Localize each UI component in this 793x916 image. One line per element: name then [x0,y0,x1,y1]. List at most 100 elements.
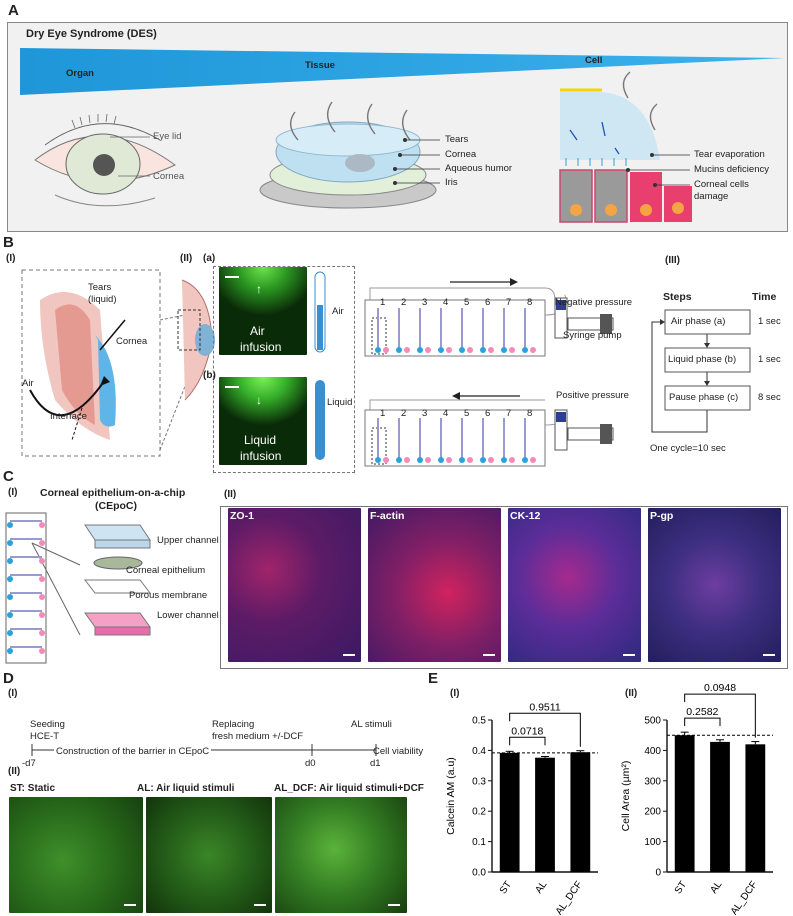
label-cornea-tissue: Cornea [445,149,477,160]
panel-letter-b: B [3,234,14,251]
calcein-x-tick-label: AL [533,879,549,896]
calcein-x-tick-label: ST [498,879,514,896]
scale-wedge [20,48,785,223]
label-aqueous-humor: Aqueous humor [445,163,513,174]
chart1-panel-label: (I) [450,688,460,699]
st-scale-bar [124,904,136,906]
cell-area-y-tick-label: 400 [644,746,661,757]
air-arrow: ↑ [256,282,262,296]
channel-number: 4 [443,297,449,308]
layer-corneal-epithelium: Corneal epithelium [126,565,206,576]
label-negative-pressure: Negative pressure [555,297,633,308]
cell-area-y-tick-label: 100 [644,837,661,848]
zo1-scale-bar [343,654,355,656]
steps-flow-svg [651,309,751,433]
factin-image [368,508,501,662]
calcein-y-tick-label: 0.2 [472,807,486,818]
b-chip-svg [314,271,614,467]
step-3-name: Pause phase (c) [669,392,739,403]
st-viability-image [9,797,143,913]
channel-number: 1 [380,297,386,308]
calcein-bracket [509,712,581,747]
calcein-y-label: Calcein AM (a.u) [445,757,457,835]
timeline-fresh-medium: fresh medium +/-DCF [212,731,304,742]
chart2-panel-label: (II) [625,688,638,699]
infusion-frame [213,266,355,473]
timeline-day-m7: -d7 [22,758,36,769]
channel-number: 6 [485,408,491,419]
tissue-illustration [259,101,440,209]
channel-number: 8 [527,297,533,308]
calcein-bar [499,752,520,872]
cell-area-y-tick-label: 0 [655,868,661,879]
step-2-time: 1 sec [758,354,781,365]
panel-letter-e: E [428,670,439,687]
cell-area-bracket [684,717,721,727]
tube-label-air: Air [332,306,344,317]
stain-ck12-label: CK-12 [510,510,541,522]
step-3-time: 8 sec [758,392,781,403]
c-roman-2: (II) [224,489,237,500]
cycle-label: One cycle=10 sec [650,443,726,454]
timeline-al-stimuli: AL stimuli [351,719,392,730]
ck12-scale-bar [623,654,635,656]
channel-number: 7 [506,408,512,419]
panel-letter-c: C [3,468,14,485]
condition-al-label: AL: Air liquid stimuli [137,783,235,794]
channel-number: 8 [527,408,533,419]
label-tears: Tears [445,134,469,145]
label-eye-lid: Eye lid [153,131,182,142]
liquid-infusion-label-2: infusion [240,449,282,463]
label-tear-evaporation: Tear evaporation [694,149,765,160]
chip-title-1: Corneal epithelium-on-a-chip [40,487,186,499]
channel-number: 7 [506,297,512,308]
cell-area-y-tick-label: 500 [644,716,661,727]
cell-area-x-tick-label: AL_DCF [729,879,760,916]
air-infusion-label-1: Air [250,324,265,338]
liquid-infusion-image [219,377,307,465]
timeline-viability: Cell viability [373,746,424,757]
label-liquid-b: (liquid) [88,294,117,305]
channel-number: 5 [464,297,470,308]
calcein-pvalue: 0.0718 [511,725,543,737]
cell-area-bar [674,735,695,872]
channel-number: 5 [464,408,470,419]
scale-label-cell: Cell [585,55,603,66]
label-tears-b: Tears [88,282,112,293]
eye-organ-illustration [34,113,176,207]
timeline-day-1: d1 [370,758,381,769]
calcein-bar [535,757,555,872]
panel-letter-d: D [3,670,14,687]
b-roman-2: (II) [180,253,193,264]
d-roman-2: (II) [8,766,21,777]
aldcf-scale-bar [388,904,400,906]
liquid-infusion-label-1: Liquid [244,433,277,447]
label-cornea-organ: Cornea [153,171,185,182]
timeline-construction: Construction of the barrier in CEpoC [54,746,212,757]
d-roman-1: (I) [8,688,18,699]
cell-area-bar [710,741,730,872]
air-infusion-label-2: infusion [240,340,282,354]
b-anatomy-svg [21,269,215,457]
b-sub-b: (b) [203,370,216,381]
label-cornea-b: Cornea [116,336,148,347]
c-roman-1: (I) [8,487,18,498]
calcein-bar [570,752,591,872]
panel-letter-a: A [8,2,19,19]
time-header: Time [752,291,777,303]
aldcf-viability-image [275,797,407,913]
timeline-day-0: d0 [305,758,316,769]
stain-factin-label: F-actin [370,510,405,522]
timeline-hcet: HCE-T [30,731,60,742]
calcein-y-tick-label: 0.4 [472,746,486,757]
layer-upper-channel: Upper channel [157,535,219,546]
channel-number: 4 [443,408,449,419]
calcein-y-tick-label: 0.3 [472,776,486,787]
scale-label-organ: Organ [66,68,94,79]
stain-zo1-label: ZO-1 [230,510,254,522]
condition-aldcf-label: AL_DCF: Air liquid stimuli+DCF [274,783,424,794]
c-chip-svg [5,512,152,664]
calcein-bracket [509,736,546,746]
ck12-image [508,508,641,662]
layer-lower-channel: Lower channel [157,610,219,621]
